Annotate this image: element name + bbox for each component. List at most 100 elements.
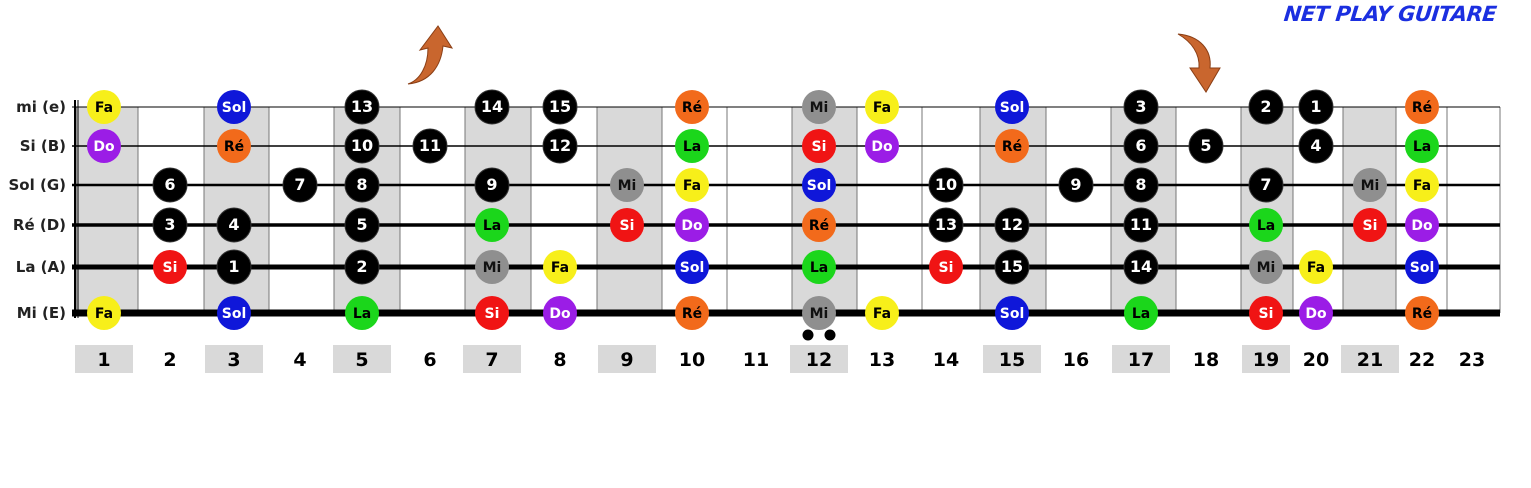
note-marker-si bbox=[802, 129, 836, 163]
fret-number: 3 bbox=[227, 349, 240, 371]
note-marker-fa bbox=[1299, 250, 1333, 284]
fret-number: 9 bbox=[620, 349, 633, 371]
marker-label: Ré bbox=[1412, 306, 1432, 322]
marker-label: Ré bbox=[1002, 139, 1022, 155]
fret-number: 14 bbox=[933, 349, 959, 371]
string-label: Ré (D) bbox=[13, 216, 66, 234]
fret-number-box-5 bbox=[333, 345, 391, 373]
fret-number: 17 bbox=[1128, 349, 1154, 371]
note-marker-do bbox=[543, 296, 577, 330]
marker-label: 6 bbox=[1135, 136, 1146, 155]
brand-logo-text: NET PLAY GUITARE bbox=[1282, 2, 1498, 26]
fret-number: 15 bbox=[999, 349, 1025, 371]
finger-number-marker bbox=[542, 89, 578, 125]
fret-number: 1 bbox=[97, 349, 110, 371]
marker-label: Do bbox=[1305, 306, 1327, 322]
marker-label: Sol bbox=[1410, 260, 1435, 276]
marker-label: 3 bbox=[1135, 97, 1146, 116]
fret-number: 8 bbox=[553, 349, 566, 371]
finger-number-marker bbox=[994, 207, 1030, 243]
fret-number-box-12 bbox=[790, 345, 848, 373]
note-marker-do bbox=[87, 129, 121, 163]
finger-number-marker bbox=[1123, 128, 1159, 164]
fret-number-box-19 bbox=[1242, 345, 1290, 373]
marker-label: Mi bbox=[1257, 260, 1276, 276]
note-marker-la bbox=[802, 250, 836, 284]
marker-label: La bbox=[683, 139, 701, 155]
fret-number: 12 bbox=[806, 349, 832, 371]
marker-label: 1 bbox=[228, 257, 239, 276]
marker-label: 7 bbox=[1260, 175, 1271, 194]
finger-number-marker bbox=[344, 89, 380, 125]
finger-number-marker bbox=[1058, 167, 1094, 203]
finger-number-marker bbox=[1123, 167, 1159, 203]
fret-number: 16 bbox=[1063, 349, 1089, 371]
note-marker-mi bbox=[610, 168, 644, 202]
note-marker-fa bbox=[865, 296, 899, 330]
fret-number-box-21 bbox=[1341, 345, 1399, 373]
fret-number-box-7 bbox=[463, 345, 521, 373]
string-label: Mi (E) bbox=[17, 304, 66, 322]
marker-label: 15 bbox=[1001, 257, 1023, 276]
finger-number-marker bbox=[1123, 207, 1159, 243]
marker-label: Mi bbox=[810, 100, 829, 116]
marker-label: La bbox=[810, 260, 828, 276]
note-marker-ré bbox=[675, 296, 709, 330]
marker-label: 6 bbox=[164, 175, 175, 194]
marker-label: Ré bbox=[809, 218, 829, 234]
note-marker-fa bbox=[87, 296, 121, 330]
marker-label: Do bbox=[681, 218, 703, 234]
note-marker-do bbox=[675, 208, 709, 242]
marker-label: Do bbox=[1411, 218, 1433, 234]
finger-number-marker bbox=[152, 167, 188, 203]
finger-number-marker bbox=[412, 128, 448, 164]
string-label: Si (B) bbox=[20, 137, 66, 155]
marker-label: Mi bbox=[618, 178, 637, 194]
note-marker-sol bbox=[217, 296, 251, 330]
finger-number-marker bbox=[344, 128, 380, 164]
marker-label: Sol bbox=[1000, 100, 1025, 116]
note-marker-si bbox=[1249, 296, 1283, 330]
fret-number: 5 bbox=[355, 349, 368, 371]
note-marker-sol bbox=[802, 168, 836, 202]
marker-label: 3 bbox=[164, 215, 175, 234]
marker-label: 9 bbox=[1070, 175, 1081, 194]
finger-number-marker bbox=[1188, 128, 1224, 164]
marker-label: 13 bbox=[935, 215, 957, 234]
fret-number-box-17 bbox=[1112, 345, 1170, 373]
marker-label: 15 bbox=[549, 97, 571, 116]
note-marker-ré bbox=[802, 208, 836, 242]
note-marker-si bbox=[929, 250, 963, 284]
marker-label: Fa bbox=[1307, 260, 1325, 276]
marker-label: Mi bbox=[1361, 178, 1380, 194]
marker-label: 8 bbox=[356, 175, 367, 194]
marker-label: Ré bbox=[224, 139, 244, 155]
note-marker-sol bbox=[675, 250, 709, 284]
marker-label: Fa bbox=[1413, 178, 1431, 194]
marker-label: 5 bbox=[1200, 136, 1211, 155]
octave-dot bbox=[824, 329, 836, 341]
marker-label: Ré bbox=[682, 100, 702, 116]
marker-label: 13 bbox=[351, 97, 373, 116]
marker-label: Sol bbox=[1000, 306, 1025, 322]
note-marker-si bbox=[610, 208, 644, 242]
note-marker-sol bbox=[995, 296, 1029, 330]
note-marker-fa bbox=[1405, 168, 1439, 202]
finger-number-marker bbox=[344, 207, 380, 243]
string-label: Sol (G) bbox=[9, 176, 67, 194]
marker-label: Fa bbox=[873, 306, 891, 322]
fret-number: 4 bbox=[293, 349, 306, 371]
note-marker-ré bbox=[217, 129, 251, 163]
note-marker-la bbox=[475, 208, 509, 242]
note-marker-la bbox=[345, 296, 379, 330]
marker-label: La bbox=[1132, 306, 1150, 322]
note-marker-mi bbox=[475, 250, 509, 284]
finger-number-marker bbox=[344, 249, 380, 285]
marker-label: 14 bbox=[481, 97, 503, 116]
note-marker-ré bbox=[1405, 296, 1439, 330]
finger-number-marker bbox=[216, 249, 252, 285]
note-marker-la bbox=[1249, 208, 1283, 242]
finger-number-marker bbox=[1248, 89, 1284, 125]
marker-label: 11 bbox=[1130, 215, 1152, 234]
